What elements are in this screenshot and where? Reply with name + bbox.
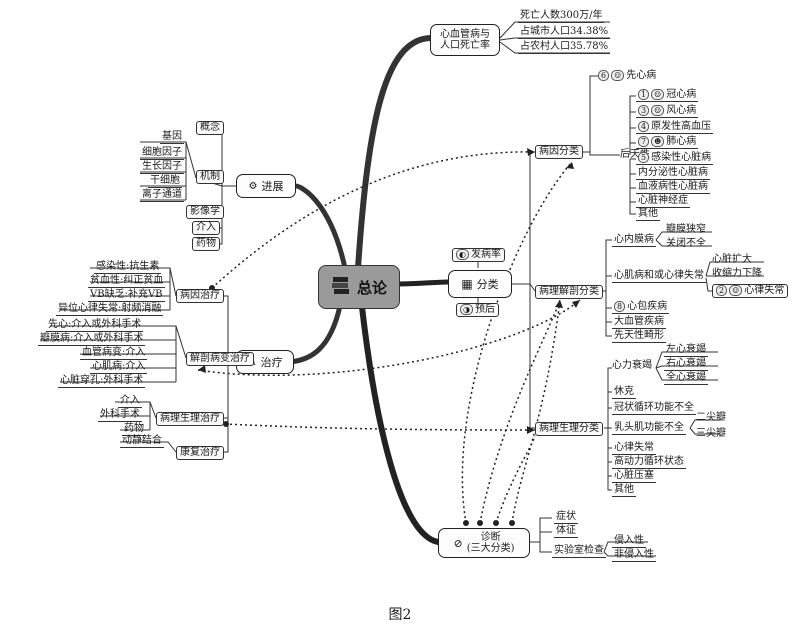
physiology-other-0: 心律失常 bbox=[612, 442, 656, 455]
acquired-item: 后天性 bbox=[620, 149, 650, 160]
branch-diagnosis bbox=[359, 304, 441, 545]
mechanism-item-2: 生长因子 bbox=[140, 161, 184, 174]
treatment-anatomy-2: 血管病变:介入 bbox=[80, 347, 148, 360]
papillary-item: 乳头肌功能不全 bbox=[612, 422, 686, 435]
hf-sub-1: 右心衰竭 bbox=[664, 358, 708, 371]
progress-label: 进展 bbox=[261, 180, 284, 193]
acquired-item-7: 心脏神经症 bbox=[636, 195, 690, 208]
classification-node[interactable]: ▦ 分类 bbox=[448, 270, 512, 298]
progress-concept: 概念 bbox=[196, 121, 224, 135]
branch-treatment bbox=[287, 303, 343, 365]
treatment-anatomy[interactable]: 解剖病变治疗 bbox=[186, 352, 254, 366]
anatomy-node[interactable]: 病理解剖分类 bbox=[535, 285, 603, 299]
mortality-item-0: 死亡人数300万/年 bbox=[518, 10, 605, 23]
diagnosis-item-1: 体征 bbox=[554, 525, 578, 538]
diagnosis-item-0: 症状 bbox=[554, 511, 578, 524]
malformation-item: 先天性畸形 bbox=[612, 330, 666, 343]
diagnosis-label: 诊断 (三大分类) bbox=[466, 532, 515, 554]
mortality-label: 心血管病与 人口死亡率 bbox=[440, 29, 490, 51]
endocardial-item: 心内膜病 bbox=[612, 234, 656, 247]
mortality-item-2: 占农村人口35.78% bbox=[518, 41, 611, 54]
acquired-item-8: 其他 bbox=[636, 208, 660, 221]
treatment-physiology[interactable]: 病理生理治疗 bbox=[156, 412, 224, 426]
acquired-item-6: 血液病性心脏病 bbox=[636, 181, 710, 194]
mechanism-item-1: 细胞因子 bbox=[140, 147, 184, 160]
physiology-other-2: 心脏压塞 bbox=[612, 470, 656, 483]
treatment-rehab[interactable]: 康复治疗 bbox=[176, 446, 224, 460]
hf-sub-0: 左心衰竭 bbox=[664, 344, 708, 357]
treatment-etiology-1: 贫血性:纠正贫血 bbox=[88, 275, 166, 288]
coronary-item: 冠状循环功能不全 bbox=[612, 402, 696, 415]
branch-mortality bbox=[355, 35, 433, 271]
progress-node[interactable]: ⚙ 进展 bbox=[236, 174, 296, 198]
papillary-sub-1: 三尖瓣 bbox=[696, 428, 726, 439]
papillary-sub-0: 二尖瓣 bbox=[696, 412, 726, 423]
physiology-node[interactable]: 病理生理分类 bbox=[535, 422, 603, 436]
diagnosis-node[interactable]: ⊘ 诊断 (三大分类) bbox=[438, 528, 530, 558]
branch-progress bbox=[292, 183, 348, 271]
diagnosis-item-2: 实验室检查 bbox=[552, 545, 606, 558]
lab-item-1: 非侵入性 bbox=[612, 549, 656, 562]
myocardial-item: 心肌病和或心律失常 bbox=[612, 270, 706, 283]
figure-caption: 图2 bbox=[388, 607, 412, 623]
mechanism-item-3: 干细胞 bbox=[148, 175, 182, 188]
physiology-other-3: 其他 bbox=[612, 484, 636, 497]
branch-classification bbox=[395, 279, 451, 287]
classification-label: 分类 bbox=[476, 278, 499, 291]
treatment-etiology[interactable]: 病因治疗 bbox=[176, 289, 224, 303]
treatment-anatomy-4: 心脏穿孔:外科手术 bbox=[58, 375, 146, 388]
lab-item-0: 侵入性 bbox=[612, 535, 646, 548]
treatment-anatomy-3: 心肌病:介入 bbox=[90, 361, 148, 374]
acquired-item-0: 1☺冠心病 bbox=[636, 89, 699, 102]
progress-icon: ⚙ bbox=[248, 180, 258, 192]
prognosis-icon: ◑ bbox=[460, 304, 473, 315]
mortality-item-1: 占城市人口34.38% bbox=[518, 26, 611, 39]
treatment-etiology-2: VB缺乏:补充VB bbox=[88, 289, 165, 302]
mortality-node[interactable]: 心血管病与 人口死亡率 bbox=[430, 24, 500, 56]
acquired-item-5: 内分泌性心脏病 bbox=[636, 167, 710, 180]
center-label: 总论 bbox=[356, 278, 387, 297]
congenital-item: 6☺先心病 bbox=[598, 70, 656, 82]
myocardial-sub-0: 心脏扩大 bbox=[712, 254, 752, 265]
treatment-etiology-3: 异位心律失常:射频消融 bbox=[56, 303, 164, 316]
progress-drug: 药物 bbox=[192, 237, 220, 251]
classification-icon: ▦ bbox=[461, 277, 473, 291]
center-node[interactable]: 总论 bbox=[318, 265, 400, 309]
progress-intervention: 介入 bbox=[192, 221, 220, 235]
vessel-item: 大血管疾病 bbox=[612, 316, 666, 329]
treatment-anatomy-0: 先心:介入或外科手术 bbox=[46, 319, 144, 332]
treatment-physiology-0: 介入 bbox=[118, 395, 142, 408]
treatment-anatomy-1: 瓣膜病:介入或外科手术 bbox=[38, 333, 146, 346]
treatment-physiology-1: 外科手术 bbox=[98, 409, 142, 422]
endocardial-sub-1: 关闭不全 bbox=[666, 238, 706, 249]
heart-failure-item: 心力衰竭 bbox=[612, 360, 652, 371]
endocardial-sub-0: 瓣膜狭窄 bbox=[666, 224, 706, 235]
arrhythmia-item: 2☺心律失常 bbox=[712, 284, 789, 298]
treatment-etiology-0: 感染性:抗生素 bbox=[94, 261, 162, 274]
incidence-label: ◐发病率 bbox=[452, 248, 505, 262]
physiology-other-1: 高动力循环状态 bbox=[612, 456, 686, 469]
progress-imaging: 影像学 bbox=[186, 205, 224, 219]
acquired-item-1: 3☺风心病 bbox=[636, 105, 699, 118]
treatment-rehab-0: 动静结合 bbox=[120, 435, 164, 448]
incidence-icon: ◐ bbox=[456, 249, 469, 260]
prognosis-label: ◑预后 bbox=[456, 303, 499, 317]
etiology-node[interactable]: 病因分类 bbox=[535, 145, 583, 159]
hf-sub-2: 全心衰竭 bbox=[664, 372, 708, 385]
mechanism-item-4: 离子通道 bbox=[140, 189, 184, 202]
shock-item: 休克 bbox=[612, 386, 636, 399]
books-icon bbox=[331, 274, 351, 300]
mechanism-item-0: 基因 bbox=[160, 131, 184, 144]
myocardial-sub-1: 收缩力下降 bbox=[712, 268, 762, 279]
treatment-physiology-2: 药物 bbox=[122, 423, 146, 436]
progress-mechanism: 机制 bbox=[196, 170, 224, 184]
treatment-label: 治疗 bbox=[260, 356, 283, 369]
acquired-item-3: 7☻肺心病 bbox=[636, 136, 699, 149]
stethoscope-icon: ⊘ bbox=[453, 536, 463, 550]
